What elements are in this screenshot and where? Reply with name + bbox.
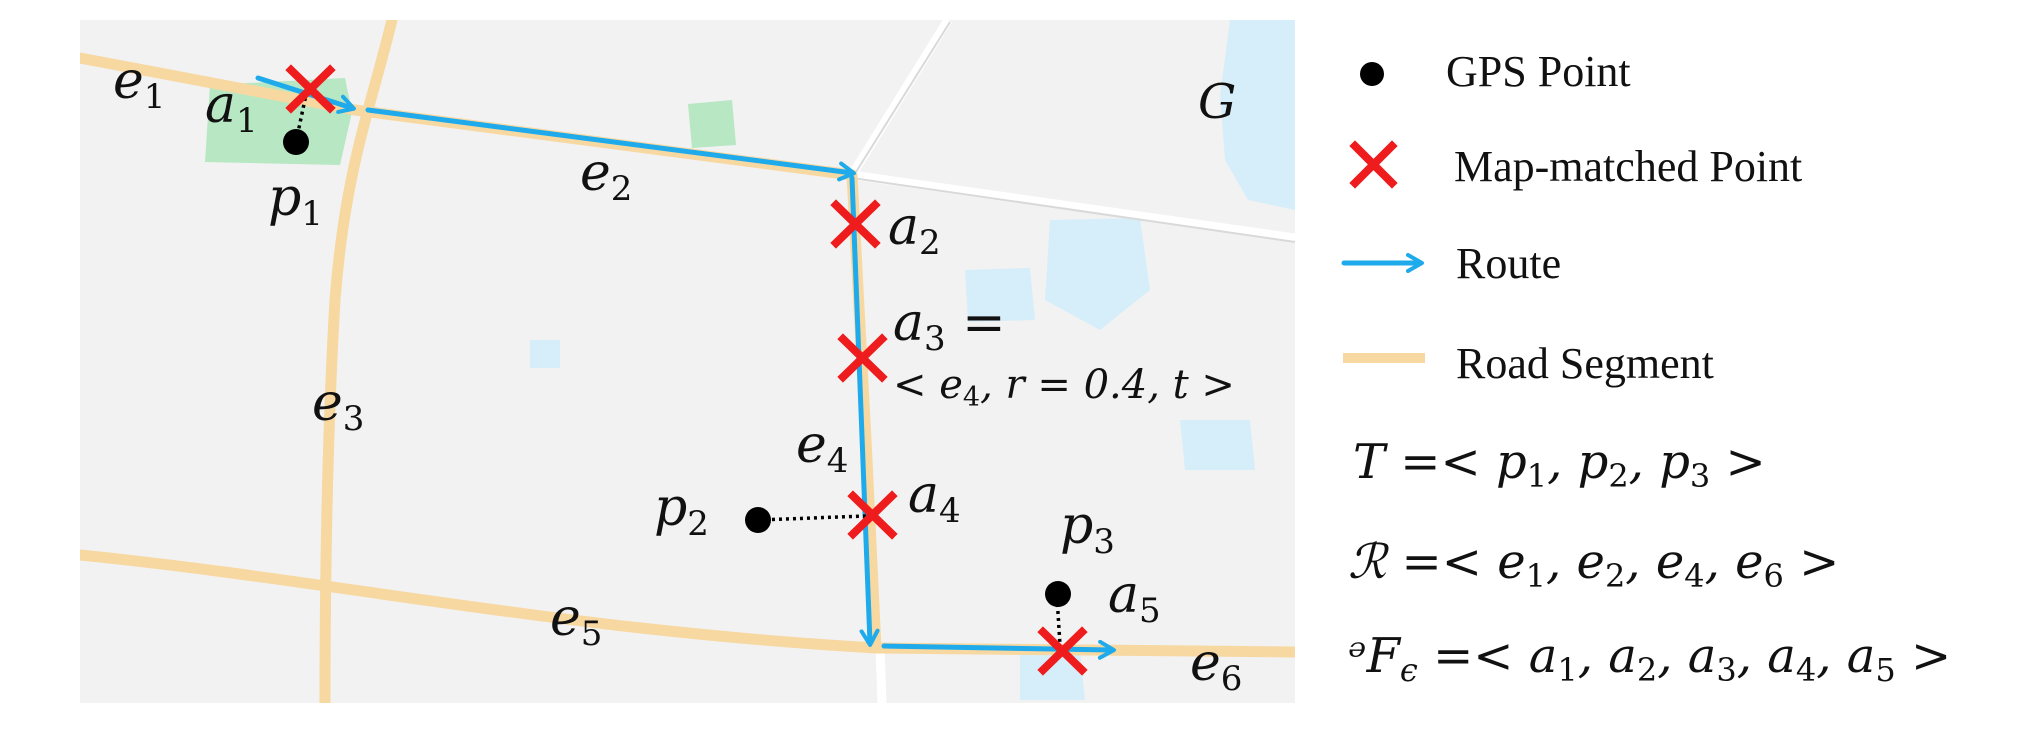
edge-label-e6: e6 bbox=[1190, 633, 1242, 699]
gps-points bbox=[283, 129, 1071, 607]
matched-label-a5: a5 bbox=[1108, 565, 1161, 631]
edge-label-e5: e5 bbox=[550, 588, 602, 654]
minor-road bbox=[851, 170, 1295, 243]
minor-road bbox=[848, 20, 952, 178]
formula-route: ℛ =< e1, e2, e4, e6 > bbox=[1348, 534, 1839, 595]
matched-point-labels: a1 a2 a3 = < e4, r = 0.4, t > a4 a5 bbox=[205, 75, 1235, 631]
gps-point-p3 bbox=[1045, 581, 1071, 607]
route-arrow-e4 bbox=[849, 175, 880, 647]
legend-route-label: Route bbox=[1456, 239, 1561, 288]
gps-point-p1 bbox=[283, 129, 309, 155]
legend-map-matched-point: Map-matched Point bbox=[1349, 140, 1802, 191]
water-area bbox=[1180, 420, 1255, 470]
minor-roads bbox=[848, 20, 1295, 703]
matched-point-a3 bbox=[837, 333, 888, 383]
matched-points bbox=[285, 64, 1088, 676]
matched-point-a4 bbox=[847, 490, 898, 540]
legend: GPS Point Map-matched Point Route Road S… bbox=[1341, 47, 1802, 388]
edge-label-e2: e2 bbox=[580, 143, 632, 209]
edge-label-e1: e1 bbox=[113, 51, 165, 117]
a3-tuple: < e4, r = 0.4, t > bbox=[893, 362, 1235, 413]
route bbox=[255, 75, 1116, 660]
minor-road-edge bbox=[851, 177, 1295, 243]
water-area bbox=[1045, 218, 1150, 330]
matched-label-a1: a1 bbox=[205, 75, 258, 141]
water-areas bbox=[530, 20, 1295, 700]
gps-label-p2: p2 bbox=[654, 478, 709, 544]
road-segment-e5 bbox=[80, 549, 882, 654]
road-segment-e1 bbox=[80, 52, 361, 116]
water-area bbox=[530, 340, 560, 368]
minor-road-edge bbox=[855, 21, 951, 173]
edge-label-e4: e4 bbox=[796, 415, 848, 481]
gps-label-p1: p1 bbox=[268, 168, 323, 234]
park-area bbox=[688, 100, 736, 148]
legend-map-matched-point-symbol bbox=[1349, 140, 1398, 189]
gps-point-labels: p1 p2 p3 bbox=[268, 168, 1115, 562]
legend-map-matched-point-label: Map-matched Point bbox=[1454, 142, 1802, 191]
legend-road-segment: Road Segment bbox=[1343, 339, 1714, 388]
gps-label-p3: p3 bbox=[1060, 496, 1115, 562]
formula-matched-trajectory: ᵊFϵ =< a1, a2, a3, a4, a5 > bbox=[1348, 628, 1951, 689]
formulas: T =< p1, p2, p3 > ℛ =< e1, e2, e4, e6 > … bbox=[1348, 434, 1951, 689]
legend-gps-point-symbol bbox=[1360, 62, 1384, 86]
route-arrow-e6 bbox=[881, 639, 1116, 660]
legend-gps-point-label: GPS Point bbox=[1446, 47, 1631, 96]
minor-road bbox=[875, 647, 887, 703]
legend-gps-point: GPS Point bbox=[1360, 47, 1631, 96]
formula-trajectory: T =< p1, p2, p3 > bbox=[1353, 434, 1766, 495]
route-arrow-e2 bbox=[365, 107, 856, 182]
legend-road-segment-label: Road Segment bbox=[1456, 339, 1714, 388]
matched-label-a2: a2 bbox=[888, 197, 941, 263]
water-area bbox=[1220, 20, 1295, 210]
matched-label-a4: a4 bbox=[908, 465, 961, 531]
legend-route: Route bbox=[1341, 239, 1561, 288]
matched-point-a1 bbox=[285, 64, 336, 114]
edge-label-e3: e3 bbox=[312, 373, 364, 439]
minor-road-edges bbox=[851, 21, 1295, 243]
matched-point-a2 bbox=[830, 199, 881, 249]
graph-label: G bbox=[1198, 74, 1236, 130]
matched-label-a3: a3 = bbox=[893, 293, 1006, 359]
water-area bbox=[965, 268, 1035, 322]
matched-point-a5 bbox=[1037, 626, 1088, 676]
gps-point-p2 bbox=[745, 507, 771, 533]
edge-labels: e1 e2 e3 e4 e5 e6 bbox=[113, 51, 1242, 699]
map-panel: e1 e2 e3 e4 e5 e6 G p1 p2 p3 a1 a2 a3 = … bbox=[80, 20, 1295, 703]
